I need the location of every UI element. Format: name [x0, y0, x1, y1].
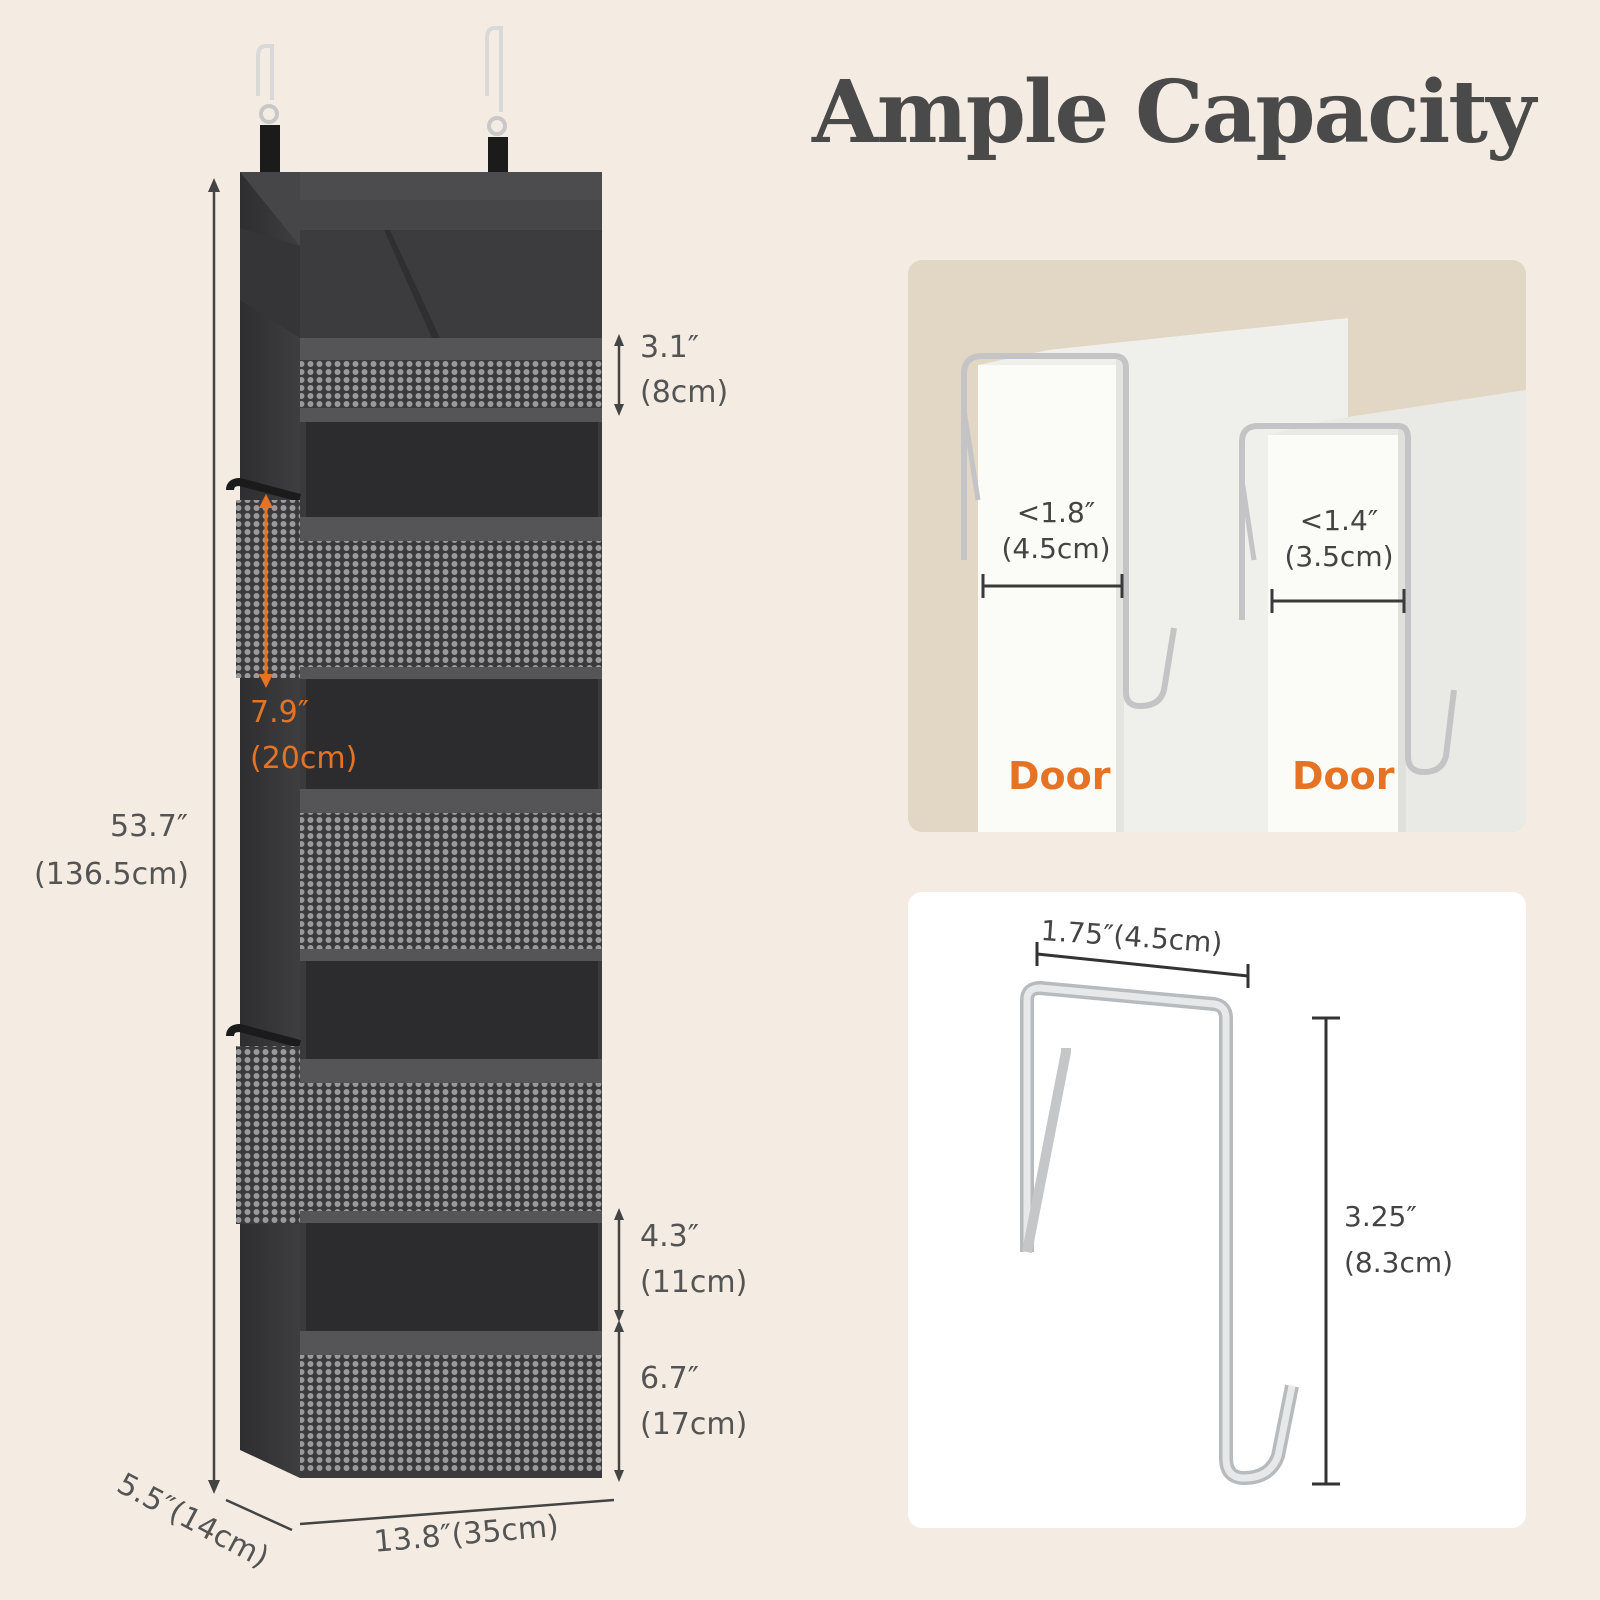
- left-door-label: Door: [1008, 754, 1111, 798]
- hook-illustration: [1020, 981, 1299, 1485]
- height-in-label: 53.7″: [110, 809, 189, 844]
- side-pocket-upper: [226, 477, 302, 678]
- door-hook-right: [1239, 423, 1457, 776]
- hook-height-dimension-line: [1312, 1016, 1340, 1486]
- hook-height-cm-label: (8.3cm): [1344, 1246, 1454, 1279]
- bottom-pocket-dimension-line: [614, 1320, 624, 1482]
- bottom-pocket-cm-label: (17cm): [640, 1407, 748, 1442]
- right-gap-dimension-line: [1270, 589, 1406, 613]
- side-pocket-in-label: 7.9″: [250, 695, 309, 730]
- strap-left: [260, 125, 280, 173]
- pocket-1: [300, 338, 602, 422]
- top-pocket-dimension-line: [614, 334, 624, 416]
- door-hook-right: [485, 26, 507, 136]
- hook-height-in-label: 3.25″: [1344, 1200, 1417, 1233]
- left-gap-dimension-line: [981, 574, 1124, 598]
- bottom-gap-dimension-line: [614, 1208, 624, 1322]
- height-dimension-line: [208, 178, 220, 1494]
- organizer-side: [240, 172, 300, 1478]
- right-door-label: Door: [1292, 754, 1395, 798]
- bottom-pocket-in-label: 6.7″: [640, 1361, 699, 1396]
- depth-dimension-line: [225, 1498, 293, 1532]
- hook-width-dimension-line: [1035, 942, 1250, 988]
- hook-dimension-panel: 1.75″(4.5cm) 3.25″ (8.3cm): [908, 892, 1526, 1528]
- pocket-2: [300, 422, 602, 679]
- bottom-gap-cm-label: (11cm): [640, 1265, 748, 1300]
- door-hook-left: [256, 44, 279, 124]
- height-cm-label: (136.5cm): [34, 857, 190, 892]
- pocket-3: [300, 679, 602, 961]
- pocket-5: [300, 1223, 602, 1473]
- door-fit-panel: <1.8″ (4.5cm) <1.4″ (3.5cm) Door Door: [908, 260, 1526, 832]
- organizer-illustration: [208, 26, 624, 1532]
- side-pocket-lower: [226, 1023, 302, 1224]
- top-pocket-in-label: 3.1″: [640, 330, 699, 365]
- page-title: Ample Capacity: [812, 62, 1536, 163]
- side-pocket-dimension-line: [259, 494, 273, 688]
- left-gap-cm-label: (4.5cm): [1001, 532, 1111, 565]
- right-gap-cm-label: (3.5cm): [1284, 540, 1394, 573]
- right-gap-in-label: <1.4″: [1299, 504, 1379, 537]
- door-hook-left: [961, 353, 1177, 710]
- bottom-gap-in-label: 4.3″: [640, 1219, 699, 1254]
- side-pocket-cm-label: (20cm): [250, 741, 358, 776]
- pocket-4: [300, 961, 602, 1223]
- left-gap-in-label: <1.8″: [1016, 496, 1096, 529]
- width-dimension-line: [299, 1498, 615, 1526]
- top-pocket-cm-label: (8cm): [640, 375, 729, 410]
